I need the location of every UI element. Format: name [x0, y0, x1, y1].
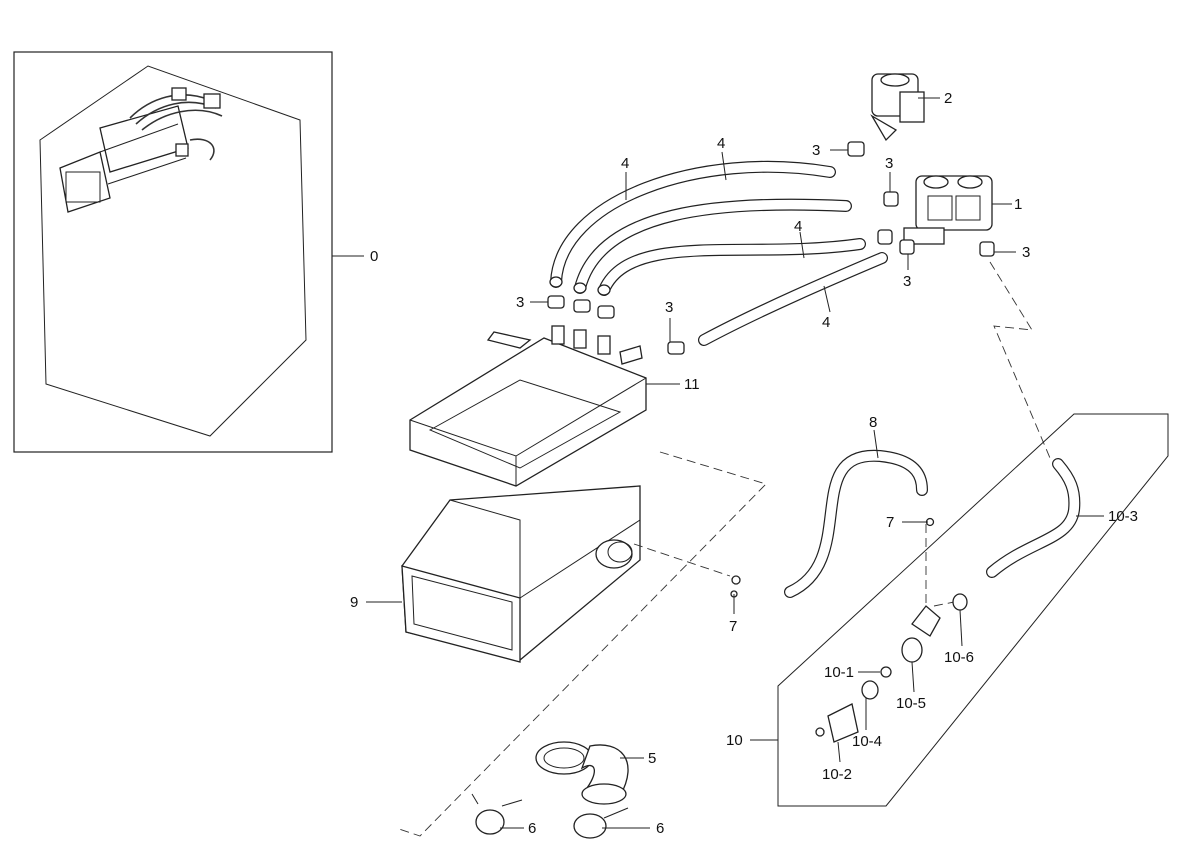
callout-10-4: 10-4: [852, 733, 882, 750]
callout-10-1: 10-1: [824, 664, 854, 681]
dispenser-housing: [409, 325, 680, 487]
callout-4: 4: [621, 155, 629, 172]
callout-5: 5: [648, 750, 656, 767]
callout-10-6: 10-6: [944, 649, 974, 666]
callout-4: 4: [794, 218, 802, 235]
callout-6: 6: [656, 820, 664, 837]
callout-10: 10: [726, 732, 743, 749]
dispenser-drawer: [401, 485, 641, 663]
callout-9: 9: [350, 594, 358, 611]
callout-2: 2: [944, 90, 952, 107]
callout-1: 1: [1014, 196, 1022, 213]
callout-4: 4: [717, 135, 725, 152]
callout-3: 3: [665, 299, 673, 316]
callout-8: 8: [869, 414, 877, 431]
bellow-hose: [535, 741, 629, 805]
detergent-pump-panel: [777, 413, 1169, 807]
water-valve-1: [903, 175, 993, 245]
fittings: [730, 517, 968, 743]
leader-lines: [366, 97, 1104, 829]
callout-3: 3: [1022, 244, 1030, 261]
callout-3: 3: [516, 294, 524, 311]
water-valve-2: [870, 73, 925, 142]
callout-7: 7: [886, 514, 894, 531]
callout-10-5: 10-5: [896, 695, 926, 712]
dashed-guides: [395, 261, 1051, 837]
hose-clamps: [547, 141, 995, 355]
callout-4: 4: [822, 314, 830, 331]
callout-11: 11: [684, 376, 700, 393]
callout-6: 6: [528, 820, 536, 837]
callout-3: 3: [885, 155, 893, 172]
callout-7: 7: [729, 618, 737, 635]
callout-3: 3: [903, 273, 911, 290]
water-hoses: [549, 160, 888, 346]
callout-labels: 1 2 3 3 3 3 3 3 4 4 4 4 5 6 6 7 7 8 9 10…: [350, 90, 1138, 837]
assembly-overview: 0: [13, 51, 378, 453]
callout-10-3: 10-3: [1108, 508, 1138, 525]
hose-10-3: [986, 458, 1081, 578]
callout-0: 0: [370, 248, 378, 265]
spring-clamps: [471, 793, 629, 839]
hose-8: [784, 449, 928, 598]
callout-10-2: 10-2: [822, 766, 852, 783]
callout-3: 3: [812, 142, 820, 159]
